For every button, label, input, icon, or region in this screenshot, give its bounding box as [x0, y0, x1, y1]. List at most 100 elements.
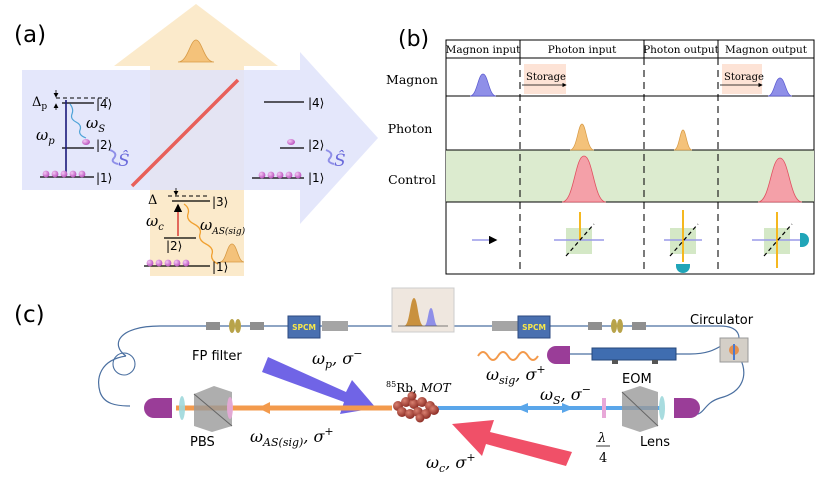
stokes-arrowhead [516, 403, 528, 413]
omega-c-label: ωc [146, 212, 164, 233]
control-pulse-input [561, 155, 607, 203]
collimator-eom [547, 346, 570, 364]
fiber-coil [112, 352, 136, 376]
collimator-left [144, 398, 172, 418]
panel-b-label: (b) [398, 27, 429, 52]
detector-icon-magnon-output [800, 233, 809, 247]
control-pulse-output [757, 157, 803, 203]
right-level-system: |4⟩ |2⟩ |1⟩ Ŝ [252, 96, 346, 185]
fp-filter-label: FP filter [192, 349, 242, 364]
pump-beam-arrow [262, 357, 376, 414]
horizontal-big-arrow [22, 52, 378, 224]
lens-label: Lens [640, 435, 670, 450]
col-magnon-input: Magnon input [446, 44, 522, 56]
collimator-right [674, 398, 700, 418]
row-magnon: Magnon [386, 72, 438, 87]
level-1-left: |1⟩ [96, 171, 112, 185]
fiber-loop [98, 325, 740, 407]
anti-stokes-transition [183, 203, 219, 265]
ground-atoms-right [258, 171, 302, 179]
omega-as-label: ωAS(sig) [200, 216, 246, 237]
mini-beamsplitter-photon-output [664, 210, 702, 273]
column-dividers [519, 58, 719, 274]
fiber-circulator-down [687, 357, 745, 415]
spcm-left [287, 315, 321, 339]
stokes-transition [69, 103, 87, 139]
level-2-bottom: |2⟩ [166, 239, 182, 253]
ground-atoms-bottom [146, 259, 190, 267]
lens-left-1 [179, 396, 185, 420]
atom-cloud [393, 391, 439, 423]
level-4-right: |4⟩ [308, 96, 324, 110]
omega-sig-label: ωsig, σ+ [486, 363, 546, 387]
bottom-level-system: |3⟩ Δ |2⟩ ωc ωAS(sig) |1⟩ [144, 188, 246, 274]
omega-c-beam-label: ωc, σ+ [426, 451, 476, 475]
row-control: Control [388, 172, 436, 187]
omega-s-label: ωS [86, 114, 105, 135]
mirror-line [130, 78, 240, 188]
photon-pulse-input [569, 123, 595, 151]
omega-as-beam-label: ωAS(sig), σ+ [250, 425, 334, 449]
s-hat-right: Ŝ [334, 150, 346, 171]
col-photon-input: Photon input [548, 44, 617, 56]
spcm-right-label: SPCM [522, 323, 546, 332]
photon-pulse-output [673, 129, 693, 151]
s-hat-swirl-left [109, 149, 119, 165]
magnon-pulse-input [469, 73, 497, 97]
level-4-left: |4⟩ [96, 97, 112, 111]
lens-left-2 [227, 397, 233, 419]
delta-p-label: Δp [32, 95, 47, 112]
storage-box-2 [722, 64, 762, 94]
omega-p-beam-label: ωp, σ− [312, 347, 362, 371]
row-photon: Photon [388, 121, 433, 136]
ground-atoms-left [42, 170, 86, 178]
magnon-pulse-output [767, 77, 793, 97]
control-row-band [446, 150, 814, 202]
circulator-label: Circulator [690, 313, 754, 328]
delta-bottom: Δ [148, 193, 157, 208]
level-2-left: |2⟩ [96, 138, 112, 152]
anti-stokes-arrowhead [258, 402, 270, 414]
fp-filter [206, 319, 264, 333]
storage-box-1 [524, 64, 566, 94]
col-magnon-output: Magnon output [725, 44, 808, 56]
panel-b: (b) Magnon input Photon input Photon out… [386, 27, 815, 275]
bottom-pulse [219, 243, 245, 263]
storage-label-1: Storage [526, 72, 566, 83]
control-beam-arrow [452, 420, 572, 466]
signal-wave [477, 351, 539, 361]
waveplate-lambda: λ [597, 431, 606, 446]
pbs-label: PBS [190, 435, 215, 450]
omega-p-label: ωp [36, 126, 55, 147]
fp-filter-right [588, 319, 646, 333]
lens-right [659, 396, 665, 420]
s-hat-swirl-right [325, 149, 335, 165]
omega-s-beam-label: ωS, σ− [540, 383, 591, 407]
rb-mot-label: 85Rb, MOT [386, 380, 452, 395]
eom-device [591, 347, 677, 361]
s-hat-left: Ŝ [118, 150, 130, 171]
col-photon-output: Photon output [643, 44, 720, 56]
eom-label: EOM [622, 372, 652, 387]
stokes-arrowhead-2 [562, 403, 574, 413]
panel-c-label: (c) [14, 302, 45, 328]
panel-c: (c) FP filter SPCM SPCM [14, 287, 754, 475]
mini-beamsplitter-magnon-output [752, 212, 809, 268]
pbs-cube-right [621, 386, 659, 432]
up-arrow-pulse [177, 39, 215, 63]
level-2-right: |2⟩ [308, 138, 324, 152]
spcm-left-label: SPCM [292, 323, 316, 332]
storage-label-2: Storage [724, 72, 764, 83]
panel-a: (a) |4⟩ |2⟩ |1⟩ Δp ωp [14, 4, 378, 276]
waveplate-four: 4 [599, 451, 607, 466]
detector-icon-photon-output [676, 264, 690, 273]
pbs-cube [193, 386, 233, 432]
panel-a-label: (a) [14, 22, 46, 48]
oscilloscope-inset [391, 287, 455, 333]
spcm-right [517, 315, 551, 339]
level-1-right: |1⟩ [308, 171, 324, 185]
waveplate [602, 398, 606, 418]
mini-beamsplitter-photon-input [554, 212, 604, 257]
left-level-system: |4⟩ |2⟩ |1⟩ Δp ωp ωS [32, 90, 130, 185]
